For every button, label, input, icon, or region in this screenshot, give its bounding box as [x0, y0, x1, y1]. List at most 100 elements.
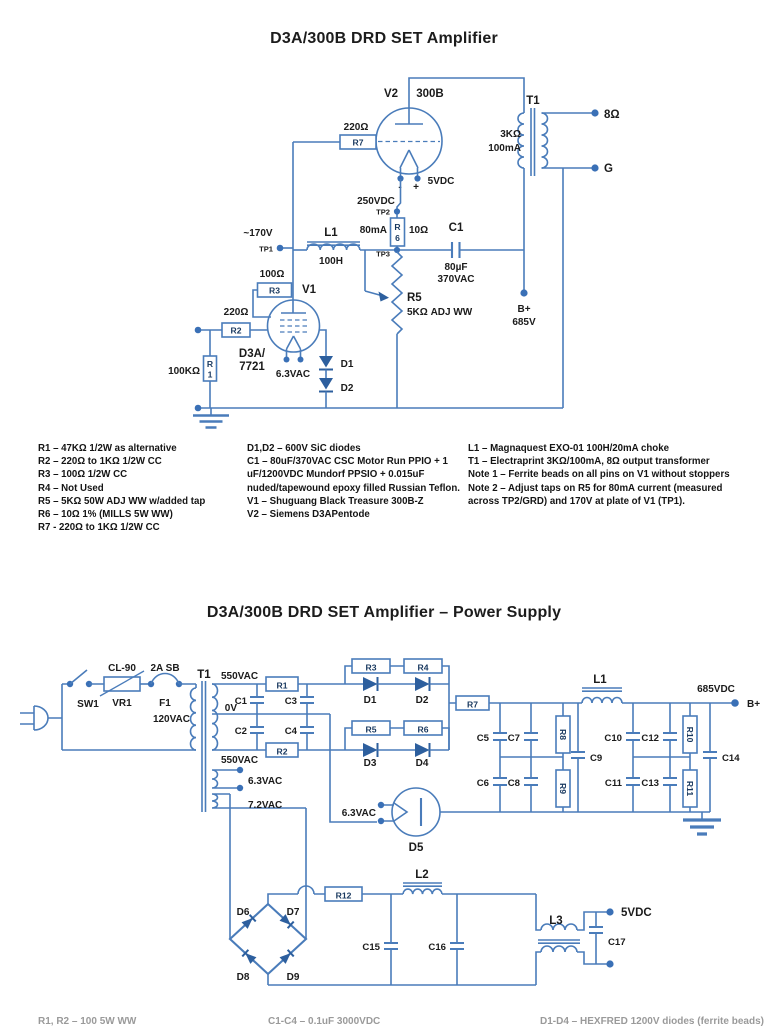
r1-value: 100KΩ [168, 366, 200, 377]
d1-label: D1 [341, 359, 354, 370]
l1-ref: L1 [324, 227, 338, 239]
t1-impedance: 3KΩ [500, 129, 521, 140]
note-line: R4 – Not Used [38, 482, 104, 494]
heater2-label: 7.2VAC [248, 800, 282, 811]
tp1-test-point [276, 244, 293, 252]
d5-rectifier-tube [377, 787, 441, 837]
ps-l1-ref: L1 [593, 674, 607, 686]
tp1-label: TP1 [259, 245, 274, 254]
note-line: Note 2 – Adjust taps on R5 for 80mA curr… [468, 482, 723, 494]
ps-r6-ref: R6 [418, 725, 429, 735]
v1-type-line2: 7721 [239, 361, 265, 373]
note-line: R2 – 220Ω to 1KΩ 1/2W CC [38, 456, 162, 468]
d8-label: D8 [237, 972, 250, 983]
ps-ground-icon [683, 818, 721, 836]
c5-c6-column [493, 703, 507, 812]
output-transformer-symbol [517, 108, 599, 408]
c9-column [571, 703, 585, 812]
ps-r4-ref: R4 [418, 663, 429, 673]
secondary-ct-label: 0V [225, 703, 238, 714]
ps-d4-label: D4 [416, 758, 429, 769]
filter-return-rail [440, 811, 721, 836]
r5-ref: R5 [407, 292, 422, 304]
tp1-voltage-label: ~170V [243, 228, 273, 239]
ps-bplus-label: B+ [747, 699, 760, 710]
v2-type-label: 300B [416, 88, 444, 100]
r1-ref-n: 1 [208, 370, 213, 380]
ground-icon [193, 414, 229, 429]
r6-ref-r: R [394, 222, 401, 232]
r3-ref: R3 [269, 286, 280, 296]
note-line: R6 – 10Ω 1% (MILLS 5W WW) [38, 509, 173, 521]
filament-plus-label: + [413, 182, 419, 193]
r1-resistor [202, 330, 218, 408]
l1-choke [293, 241, 452, 251]
bplus-terminal [731, 699, 739, 707]
amplifier-title: D3A/300B DRD SET Amplifier [270, 30, 498, 47]
ps-c1-label: C1 [235, 696, 248, 707]
r6-value: 10Ω [409, 225, 428, 236]
bplus-label: B+ [517, 304, 530, 315]
note-line: uF/1200VDC Mundorf PPSIO + 0.015uF [247, 469, 425, 481]
r3-value: 100Ω [260, 269, 285, 280]
r6-resistor [389, 179, 406, 254]
c17-column [589, 912, 603, 964]
c1-ref: C1 [449, 222, 464, 234]
tp3-label: TP3 [376, 250, 390, 259]
ac-plug-icon [20, 683, 196, 751]
r1-ref-r: R [207, 359, 214, 369]
note-line: T1 – Electraprint 3KΩ/100mA, 8Ω output t… [468, 456, 710, 468]
note-line: R3 – 100Ω 1/2W CC [38, 469, 128, 481]
c15-label: C15 [362, 942, 380, 953]
t1-ref: T1 [526, 95, 540, 107]
c1-rating: 370VAC [437, 274, 474, 285]
c1-capacitor [450, 242, 524, 258]
r5-resistor [364, 250, 404, 408]
ps-t1-ref: T1 [197, 669, 211, 681]
amp-notes-column-1: R1 – 47KΩ 1/2W as alternative R2 – 220Ω … [38, 442, 205, 534]
c15-column [384, 894, 398, 985]
c10-c11-column [626, 703, 640, 812]
note-line: D1,D2 – 600V SiC diodes [247, 443, 361, 454]
l2-ref: L2 [415, 869, 428, 881]
bridge-rectifier [228, 885, 536, 986]
l2-choke [402, 882, 443, 895]
r3-resistor [252, 282, 293, 318]
r8-ref: R8 [558, 729, 568, 740]
ground-rail [193, 404, 563, 429]
r6-ref-n: 6 [395, 233, 400, 243]
note-line: nuded/tapewound epoxy filled Russian Tef… [247, 482, 460, 494]
note-line: V1 – Shuguang Black Treasure 300B-Z [247, 495, 424, 507]
secondary-top-label: 550VAC [221, 671, 258, 682]
ps-c3-label: C3 [285, 696, 297, 707]
r9-ref: R9 [558, 783, 568, 794]
note-line: V2 – Siemens D3APentode [247, 509, 370, 521]
ps-r7-ref: R7 [467, 700, 478, 710]
c11-label: C11 [605, 778, 623, 789]
c16-column [450, 894, 464, 985]
c1-c2-capacitors [250, 684, 264, 750]
heater1-label: 6.3VAC [248, 776, 282, 787]
r7-resistor [293, 134, 377, 150]
d6-label: D6 [237, 907, 250, 918]
note-line: R1 – 47KΩ 1/2W as alternative [38, 443, 177, 454]
cutoff-note-1: R1, R2 – 100 5W WW [38, 1016, 137, 1027]
r2-ref: R2 [231, 326, 242, 336]
vr1-label: VR1 [112, 698, 132, 709]
note-line: across TP2/GRD) and 170V at plate of V1 … [468, 495, 685, 507]
r10-ref: R10 [685, 727, 695, 743]
r7-value: 220Ω [344, 122, 369, 133]
sw1-switch [66, 669, 104, 688]
c17-label: C17 [608, 937, 626, 948]
tp2-voltage-label: 250VDC [357, 196, 395, 207]
v2-label: V2 [384, 88, 398, 100]
output-8ohm-label: 8Ω [604, 109, 620, 121]
ct-return-wire [329, 714, 377, 823]
ps-d2-label: D2 [416, 695, 429, 706]
r6-current-label: 80mA [360, 225, 387, 236]
r7-ref: R7 [353, 138, 364, 148]
output-voltage-label: 685VDC [697, 684, 735, 695]
c13-label: C13 [641, 778, 659, 789]
note-line: C1 – 80uF/370VAC CSC Motor Run PPIO + 1 [247, 456, 448, 468]
rectifier-join-wire [448, 684, 456, 750]
